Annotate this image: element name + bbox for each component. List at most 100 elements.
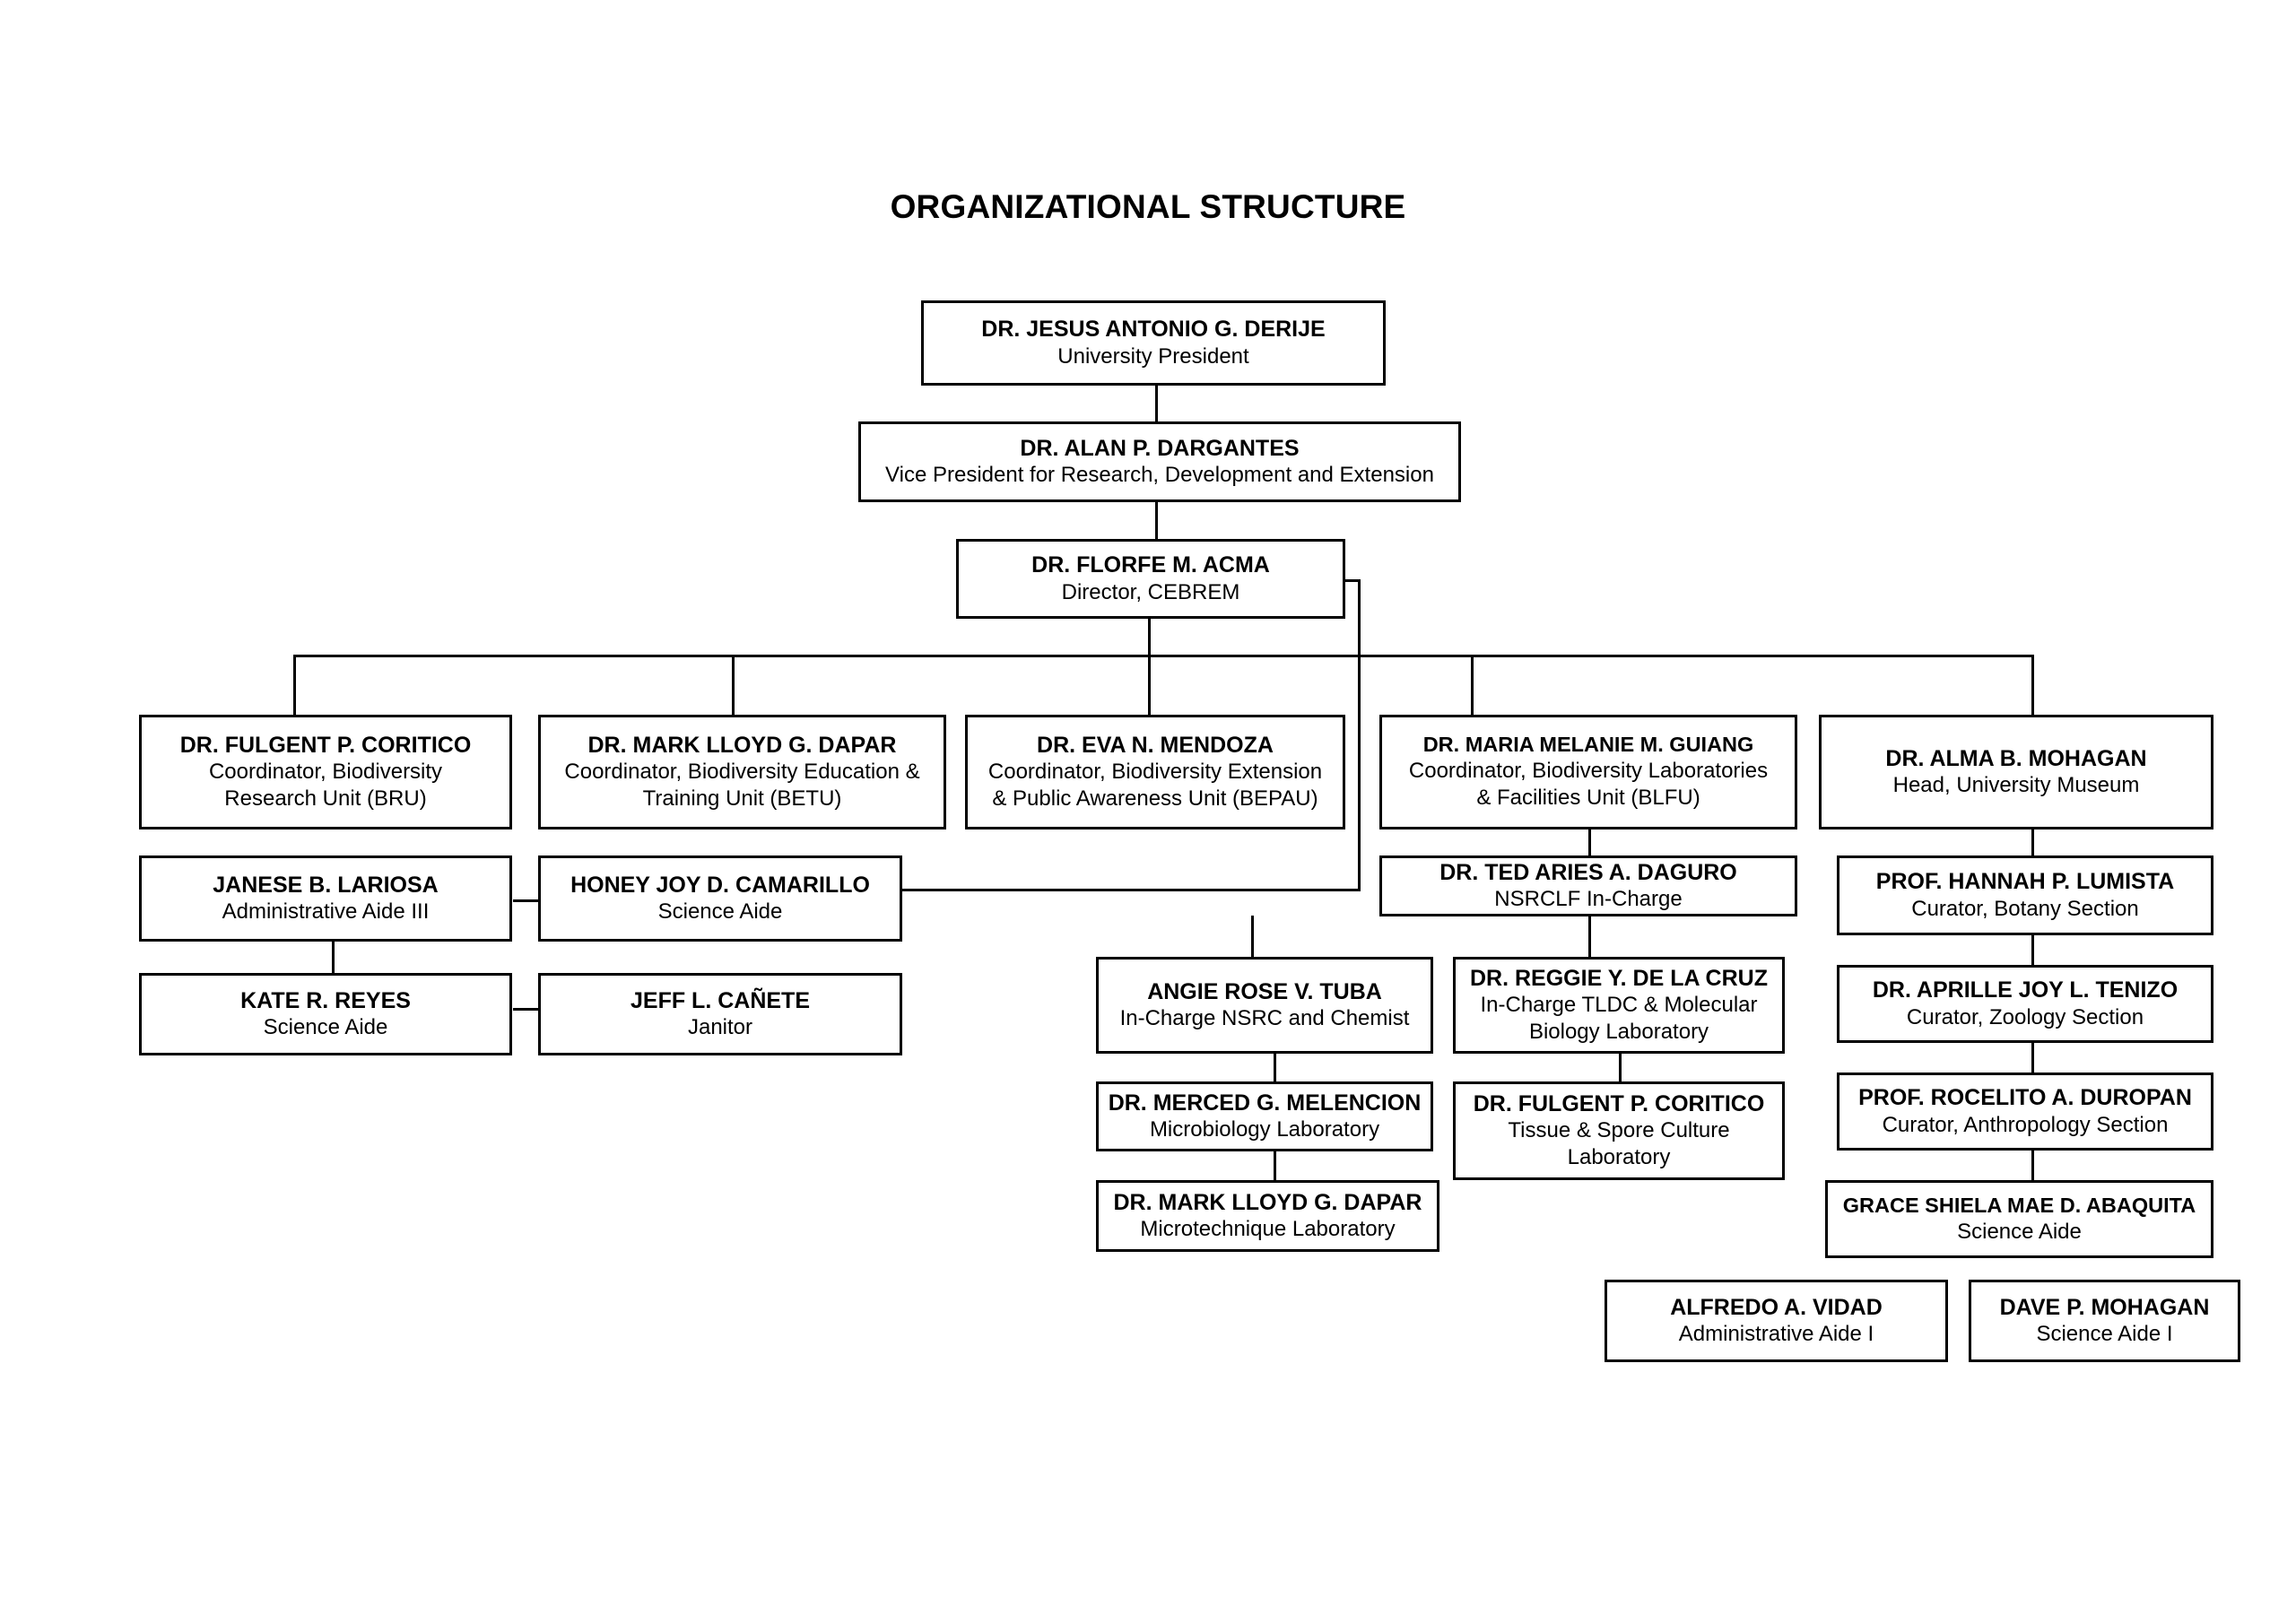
science-aide-reyes-name: KATE R. REYES <box>240 987 411 1013</box>
connector-director-right-stub <box>1344 579 1361 582</box>
president-title: University President <box>1057 343 1249 369</box>
node-vice-president[interactable]: DR. ALAN P. DARGANTES Vice President for… <box>858 421 1461 502</box>
museum-head-name: DR. ALMA B. MOHAGAN <box>1885 745 2147 771</box>
admin-aide-3-name: JANESE B. LARIOSA <box>213 872 439 898</box>
connector-nsrclf-to-delacruz <box>1588 916 1591 957</box>
connector-blfu-to-nsrclf <box>1588 829 1591 855</box>
connector-botany-to-zoology <box>2031 935 2034 965</box>
microtechnique-lab-name: DR. MARK LLOYD G. DAPAR <box>1113 1189 1422 1215</box>
connector-bus-to-betu <box>732 655 735 715</box>
nsrclf-incharge-name: DR. TED ARIES A. DAGURO <box>1439 859 1737 885</box>
tldc-molecular-lab-title-line2: Biology Laboratory <box>1528 1020 1709 1045</box>
microtechnique-lab-title: Microtechnique Laboratory <box>1140 1217 1396 1242</box>
curator-botany-name: PROF. HANNAH P. LUMISTA <box>1875 869 2175 895</box>
connector-melencion-to-dapar <box>1274 1151 1276 1180</box>
janitor-name: JEFF L. CAÑETE <box>630 987 810 1013</box>
node-janitor[interactable]: JEFF L. CAÑETE Janitor <box>538 973 902 1055</box>
bepau-coordinator-title-line1: Coordinator, Biodiversity Extension <box>987 760 1323 785</box>
vice-president-name: DR. ALAN P. DARGANTES <box>1020 435 1300 461</box>
science-aide-reyes-title: Science Aide <box>263 1015 388 1040</box>
curator-botany-title: Curator, Botany Section <box>1911 896 2139 921</box>
connector-nsrclf-to-tuba <box>1251 916 1254 957</box>
tissue-spore-lab-title-line1: Tissue & Spore Culture <box>1508 1118 1730 1143</box>
betu-coordinator-name: DR. MARK LLOYD G. DAPAR <box>587 732 897 758</box>
bru-coordinator-title-line2: Research Unit (BRU) <box>224 786 427 812</box>
node-tldc-molecular-lab[interactable]: DR. REGGIE Y. DE LA CRUZ In-Charge TLDC … <box>1453 957 1785 1054</box>
node-betu-coordinator[interactable]: DR. MARK LLOYD G. DAPAR Coordinator, Bio… <box>538 715 946 829</box>
betu-coordinator-title-line2: Training Unit (BETU) <box>642 786 842 812</box>
connector-bus-to-bru <box>293 655 296 715</box>
node-bru-coordinator[interactable]: DR. FULGENT P. CORITICO Coordinator, Bio… <box>139 715 512 829</box>
connector-bus-to-blfu <box>1471 655 1474 715</box>
tldc-molecular-lab-title-line1: In-Charge TLDC & Molecular <box>1480 993 1758 1018</box>
node-nsrc-chemist[interactable]: ANGIE ROSE V. TUBA In-Charge NSRC and Ch… <box>1096 957 1433 1054</box>
node-admin-aide-1[interactable]: ALFREDO A. VIDAD Administrative Aide I <box>1605 1280 1948 1362</box>
bru-coordinator-name: DR. FULGENT P. CORITICO <box>179 732 472 758</box>
director-name: DR. FLORFE M. ACMA <box>1031 552 1270 578</box>
node-bepau-coordinator[interactable]: DR. EVA N. MENDOZA Coordinator, Biodiver… <box>965 715 1345 829</box>
connector-camarillo-to-director-line <box>902 889 1361 891</box>
admin-aide-1-title: Administrative Aide I <box>1678 1322 1874 1347</box>
node-curator-zoology[interactable]: DR. APRILLE JOY L. TENIZO Curator, Zoolo… <box>1837 965 2213 1043</box>
node-science-aide-camarillo[interactable]: HONEY JOY D. CAMARILLO Science Aide <box>538 855 902 942</box>
nsrclf-incharge-title: NSRCLF In-Charge <box>1494 887 1683 912</box>
node-curator-anthropology[interactable]: PROF. ROCELITO A. DUROPAN Curator, Anthr… <box>1837 1073 2213 1151</box>
node-president[interactable]: DR. JESUS ANTONIO G. DERIJE University P… <box>921 300 1386 386</box>
museum-head-title: Head, University Museum <box>1892 773 2140 798</box>
tissue-spore-lab-name: DR. FULGENT P. CORITICO <box>1473 1090 1765 1116</box>
science-aide-camarillo-name: HONEY JOY D. CAMARILLO <box>570 872 870 898</box>
nsrc-chemist-name: ANGIE ROSE V. TUBA <box>1147 978 1382 1004</box>
connector-bus-to-museum <box>2031 655 2034 715</box>
curator-anthropology-name: PROF. ROCELITO A. DUROPAN <box>1858 1085 2192 1111</box>
science-aide-abaquita-title: Science Aide <box>1957 1219 2082 1244</box>
blfu-coordinator-title-line2: & Facilities Unit (BLFU) <box>1476 786 1700 811</box>
janitor-title: Janitor <box>687 1015 753 1040</box>
connector-delacruz-to-coritico <box>1619 1054 1622 1081</box>
bepau-coordinator-title-line2: & Public Awareness Unit (BEPAU) <box>992 786 1318 812</box>
distribution-bus <box>293 655 2034 657</box>
connector-bus-to-bepau <box>1148 655 1151 715</box>
blfu-coordinator-name: DR. MARIA MELANIE M. GUIANG <box>1422 733 1754 757</box>
node-museum-head[interactable]: DR. ALMA B. MOHAGAN Head, University Mus… <box>1819 715 2213 829</box>
connector-tuba-to-melencion <box>1274 1054 1276 1081</box>
page-title: ORGANIZATIONAL STRUCTURE <box>890 188 1406 225</box>
node-curator-botany[interactable]: PROF. HANNAH P. LUMISTA Curator, Botany … <box>1837 855 2213 935</box>
director-title: Director, CEBREM <box>1061 579 1240 604</box>
betu-coordinator-title-line1: Coordinator, Biodiversity Education & <box>564 760 920 785</box>
tissue-spore-lab-title-line2: Laboratory <box>1567 1145 1671 1170</box>
node-tissue-spore-lab[interactable]: DR. FULGENT P. CORITICO Tissue & Spore C… <box>1453 1081 1785 1180</box>
nsrc-chemist-title: In-Charge NSRC and Chemist <box>1119 1006 1410 1031</box>
science-aide-abaquita-name: GRACE SHIELA MAE D. ABAQUITA <box>1842 1194 2196 1218</box>
microbiology-lab-name: DR. MERCED G. MELENCION <box>1108 1090 1422 1116</box>
node-director[interactable]: DR. FLORFE M. ACMA Director, CEBREM <box>956 539 1345 619</box>
science-aide-1-name: DAVE P. MOHAGAN <box>1999 1294 2210 1320</box>
microbiology-lab-title: Microbiology Laboratory <box>1149 1117 1380 1142</box>
connector-director-right-drop <box>1358 579 1361 891</box>
connector-zoology-to-anthropology <box>2031 1043 2034 1073</box>
science-aide-1-title: Science Aide I <box>2036 1322 2173 1347</box>
node-microtechnique-lab[interactable]: DR. MARK LLOYD G. DAPAR Microtechnique L… <box>1096 1180 1439 1252</box>
admin-aide-3-title: Administrative Aide III <box>222 899 430 925</box>
bru-coordinator-title-line1: Coordinator, Biodiversity <box>208 760 443 785</box>
node-microbiology-lab[interactable]: DR. MERCED G. MELENCION Microbiology Lab… <box>1096 1081 1433 1151</box>
admin-aide-1-name: ALFREDO A. VIDAD <box>1670 1294 1883 1320</box>
president-name: DR. JESUS ANTONIO G. DERIJE <box>981 317 1326 343</box>
node-admin-aide-3[interactable]: JANESE B. LARIOSA Administrative Aide II… <box>139 855 512 942</box>
node-science-aide-abaquita[interactable]: GRACE SHIELA MAE D. ABAQUITA Science Aid… <box>1825 1180 2213 1258</box>
node-science-aide-reyes[interactable]: KATE R. REYES Science Aide <box>139 973 512 1055</box>
node-nsrclf-incharge[interactable]: DR. TED ARIES A. DAGURO NSRCLF In-Charge <box>1379 855 1797 916</box>
connector-vp-to-director <box>1155 502 1158 539</box>
connector-president-to-vp <box>1155 386 1158 421</box>
curator-anthropology-title: Curator, Anthropology Section <box>1882 1112 2169 1137</box>
connector-director-to-bus <box>1148 619 1151 657</box>
blfu-coordinator-title-line1: Coordinator, Biodiversity Laboratories <box>1408 759 1769 784</box>
node-science-aide-1[interactable]: DAVE P. MOHAGAN Science Aide I <box>1969 1280 2240 1362</box>
curator-zoology-title: Curator, Zoology Section <box>1906 1004 2144 1029</box>
tldc-molecular-lab-name: DR. REGGIE Y. DE LA CRUZ <box>1470 965 1768 991</box>
connector-lariosa-to-reyes <box>332 942 335 973</box>
connector-museum-to-botany <box>2031 829 2034 855</box>
science-aide-camarillo-title: Science Aide <box>657 899 783 925</box>
connector-reyes-to-canete <box>513 1008 539 1011</box>
node-blfu-coordinator[interactable]: DR. MARIA MELANIE M. GUIANG Coordinator,… <box>1379 715 1797 829</box>
